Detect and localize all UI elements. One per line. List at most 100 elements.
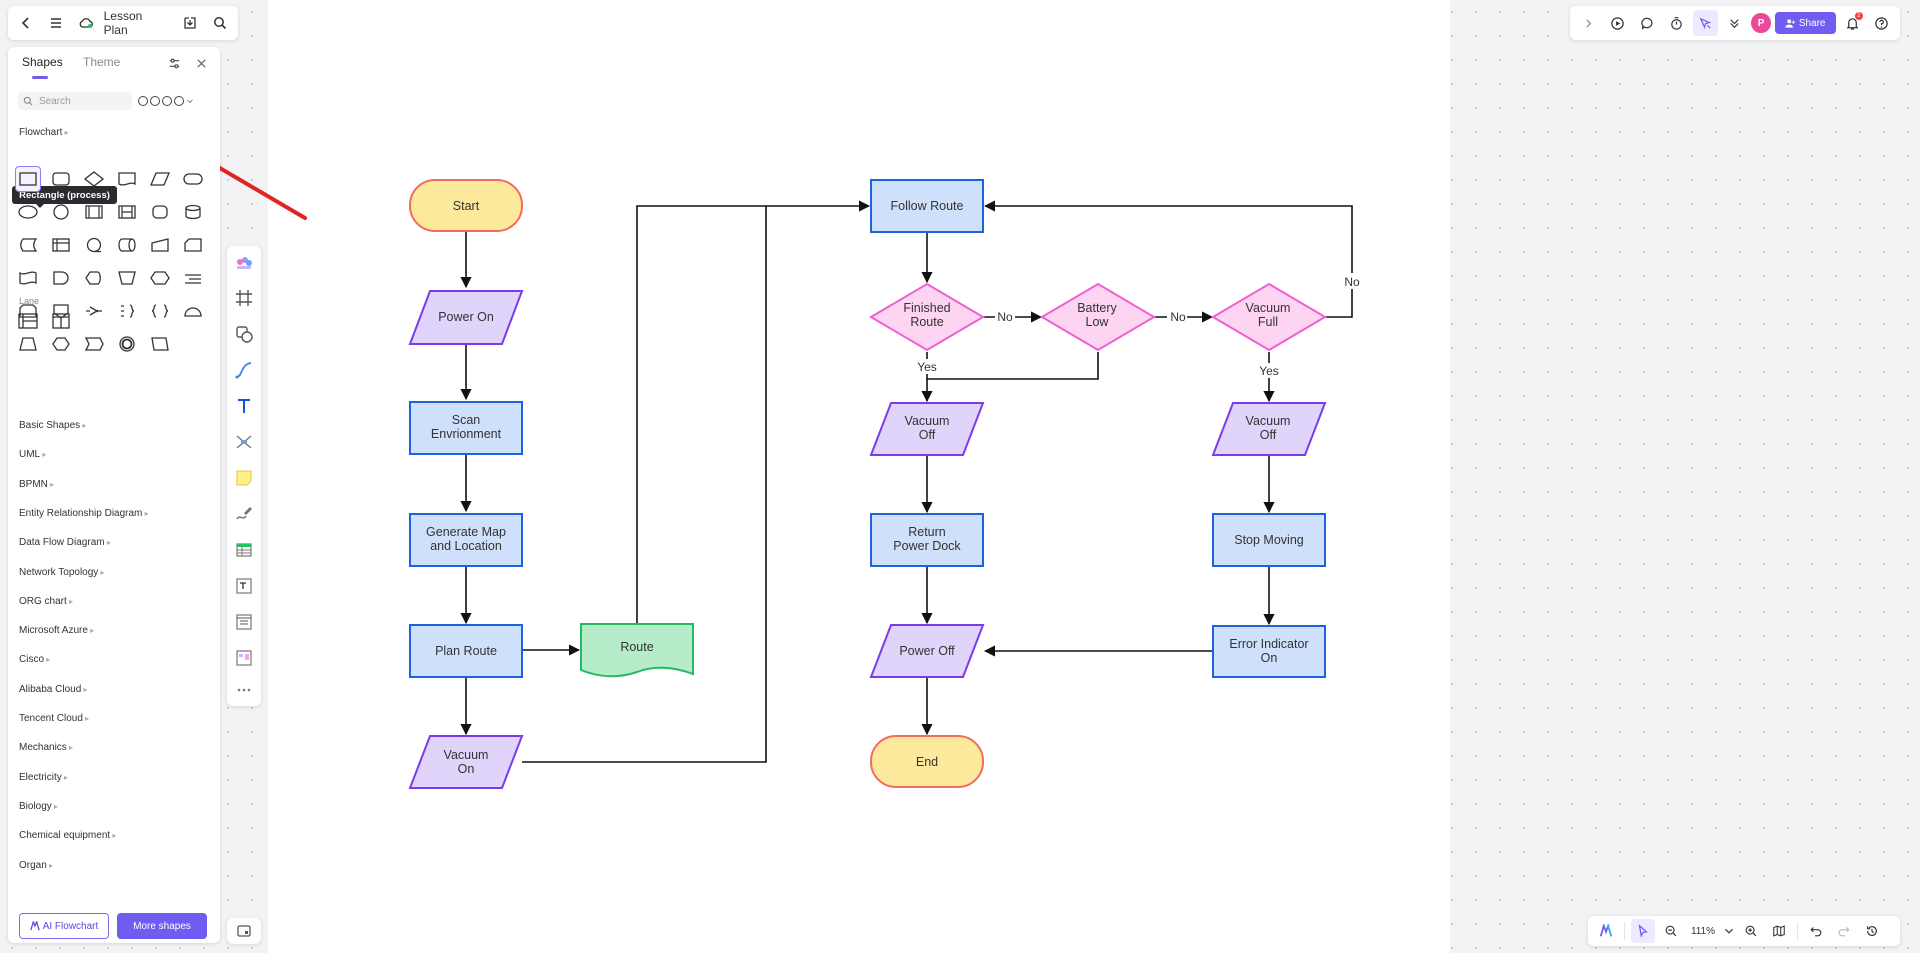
- category-basic-shapes[interactable]: Basic Shapes: [19, 420, 86, 431]
- node-route-document[interactable]: Route: [580, 623, 694, 678]
- cursor-share-icon[interactable]: [1692, 10, 1719, 36]
- shape-semicircle[interactable]: [180, 298, 206, 324]
- shape-stored-data[interactable]: [15, 232, 41, 258]
- shape-lane-horizontal[interactable]: [15, 308, 41, 334]
- shape-loop-limit[interactable]: [15, 298, 41, 324]
- category-organ[interactable]: Organ: [19, 860, 53, 871]
- shape-slanted-rectangle[interactable]: [147, 331, 173, 357]
- timer-icon[interactable]: [1664, 10, 1689, 36]
- shape-manual-input[interactable]: [147, 232, 173, 258]
- mindmap-icon[interactable]: [232, 430, 256, 454]
- menu-icon[interactable]: [44, 10, 68, 36]
- node-start[interactable]: Start: [409, 179, 523, 232]
- shape-subprocess[interactable]: [114, 199, 140, 225]
- shape-double-circle[interactable]: [114, 331, 140, 357]
- node-plan-route[interactable]: Plan Route: [409, 624, 523, 678]
- shape-terminator[interactable]: [180, 166, 206, 192]
- map-icon[interactable]: [1767, 919, 1791, 943]
- edge-battery-vacuumoff[interactable]: [927, 352, 1099, 380]
- node-stop-moving[interactable]: Stop Moving: [1212, 513, 1326, 567]
- category-electricity[interactable]: Electricity: [19, 772, 68, 783]
- templates-icon[interactable]: [232, 252, 256, 276]
- shape-annotation[interactable]: [180, 265, 206, 291]
- shape-or-junction[interactable]: [81, 298, 107, 324]
- shape-database[interactable]: [180, 199, 206, 225]
- shape-preparation[interactable]: [147, 265, 173, 291]
- share-button[interactable]: Share: [1774, 12, 1836, 34]
- shape-hexagon[interactable]: [48, 331, 74, 357]
- shape-circle[interactable]: [48, 199, 74, 225]
- zoom-level[interactable]: 111%: [1690, 925, 1716, 937]
- category-mechanics[interactable]: Mechanics: [19, 742, 73, 753]
- tab-theme[interactable]: Theme: [83, 55, 121, 69]
- category-uml[interactable]: UML: [19, 449, 46, 460]
- category-tencent-cloud[interactable]: Tencent Cloud: [19, 713, 89, 724]
- edge-full-follow[interactable]: [983, 200, 1353, 318]
- list-icon[interactable]: [232, 610, 256, 634]
- minimap-toggle[interactable]: [227, 918, 261, 944]
- download-icon[interactable]: [178, 10, 202, 36]
- present-icon[interactable]: [1605, 10, 1630, 36]
- undo-icon[interactable]: [1804, 919, 1828, 943]
- more-icon[interactable]: [232, 678, 256, 702]
- edge-vacuumon-follow[interactable]: [522, 206, 767, 763]
- shape-brace-block[interactable]: [147, 298, 173, 324]
- category-chemical-equipment[interactable]: Chemical equipment: [19, 830, 116, 841]
- ai-flowchart-button[interactable]: AI Flowchart: [19, 913, 109, 939]
- node-follow-route[interactable]: Follow Route: [870, 179, 984, 233]
- shape-delay[interactable]: [48, 265, 74, 291]
- redo-icon[interactable]: [1832, 919, 1856, 943]
- ai-assistant-icon[interactable]: [1594, 919, 1618, 943]
- pen-icon[interactable]: [232, 502, 256, 526]
- shape-rounded-rectangle[interactable]: [48, 166, 74, 192]
- avatar[interactable]: P: [1751, 13, 1771, 33]
- shape-off-page-connector[interactable]: [48, 298, 74, 324]
- shape-manual-operation[interactable]: [114, 265, 140, 291]
- category-bpmn[interactable]: BPMN: [19, 479, 54, 490]
- shape-brace-note[interactable]: [114, 298, 140, 324]
- shape-sequential-data[interactable]: [81, 232, 107, 258]
- category-network-topology[interactable]: Network Topology: [19, 567, 105, 578]
- tab-shapes[interactable]: Shapes: [22, 55, 63, 69]
- category-alibaba-cloud[interactable]: Alibaba Cloud: [19, 684, 88, 695]
- double-chevron-down-icon[interactable]: [1722, 10, 1747, 36]
- shape-paper-tape[interactable]: [15, 265, 41, 291]
- search-input[interactable]: [37, 94, 129, 108]
- zoom-dropdown-chevron-icon[interactable]: [1723, 919, 1735, 943]
- frame-icon[interactable]: [232, 286, 256, 310]
- shape-lane-vertical[interactable]: [48, 308, 74, 334]
- shape-card[interactable]: [180, 232, 206, 258]
- close-icon[interactable]: [192, 54, 210, 72]
- shape-rounded-square[interactable]: [147, 199, 173, 225]
- text-icon[interactable]: [232, 394, 256, 418]
- kanban-icon[interactable]: [232, 646, 256, 670]
- category-flowchart[interactable]: Flowchart: [19, 127, 69, 138]
- category-microsoft-azure[interactable]: Microsoft Azure: [19, 625, 94, 636]
- search-icon[interactable]: [208, 10, 232, 36]
- shapes-icon[interactable]: [232, 322, 256, 346]
- node-power-on[interactable]: Power On: [408, 290, 524, 345]
- zoom-out-icon[interactable]: [1659, 919, 1683, 943]
- shape-diamond-decision[interactable]: [81, 166, 107, 192]
- more-shapes-button[interactable]: More shapes: [117, 913, 207, 939]
- category-entity-relationship-diagram[interactable]: Entity Relationship Diagram: [19, 508, 149, 519]
- collapse-icon[interactable]: [1576, 10, 1601, 36]
- node-power-off[interactable]: Power Off: [869, 624, 985, 678]
- category-cisco[interactable]: Cisco: [19, 654, 50, 665]
- shape-display[interactable]: [81, 265, 107, 291]
- text-block-icon[interactable]: [232, 574, 256, 598]
- shape-document[interactable]: [114, 166, 140, 192]
- shape-trapezoid[interactable]: [15, 331, 41, 357]
- bell-icon[interactable]: 2: [1840, 10, 1865, 36]
- filter-icon[interactable]: [165, 54, 183, 72]
- connector-icon[interactable]: [232, 358, 256, 382]
- table-icon[interactable]: [232, 538, 256, 562]
